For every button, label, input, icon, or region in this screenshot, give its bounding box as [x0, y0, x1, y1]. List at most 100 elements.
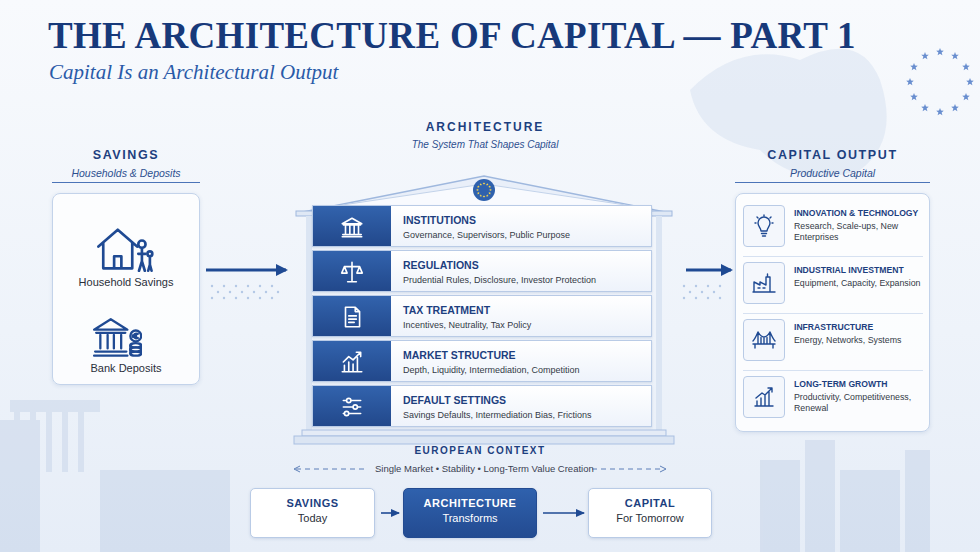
factory-icon [752, 271, 776, 295]
item-heading: INFRASTRUCTURE [794, 322, 923, 333]
dot [223, 297, 225, 299]
star [906, 78, 914, 85]
output-panel: CAPITAL OUTPUTProductive CapitalINNOVATI… [735, 148, 930, 432]
layer-icon-block [313, 206, 391, 246]
dot [695, 285, 697, 287]
growth-icon [752, 385, 776, 409]
savings-panel: SAVINGSHouseholds & DepositsHousehold Sa… [52, 148, 200, 385]
dot [223, 285, 225, 287]
layer-heading: REGULATIONS [403, 259, 479, 271]
architecture-layer: DEFAULT SETTINGS Savings Defaults, Interm… [312, 385, 652, 427]
dot [259, 297, 261, 299]
flow-heading: ARCHITECTURE [404, 497, 536, 509]
item-description: Research, Scale-ups, New Enterprises [794, 221, 923, 244]
star [966, 78, 974, 85]
flow-box: CAPITALFor Tomorrow [588, 488, 712, 538]
dot [713, 291, 715, 293]
item-texts: INFRASTRUCTURE Energy, Networks, Systems [794, 319, 923, 346]
dot [695, 297, 697, 299]
layer-heading: INSTITUTIONS [403, 214, 476, 226]
flow-description: Transforms [404, 512, 536, 524]
eu-stars [906, 48, 974, 115]
dot [707, 297, 709, 299]
output-item: INFRASTRUCTURE Energy, Networks, Systems [743, 314, 923, 371]
layer-description: Savings Defaults, Intermediation Bias, F… [403, 410, 645, 420]
chart-icon [339, 349, 365, 375]
star [936, 108, 944, 115]
dot [683, 285, 685, 287]
layer-icon-block [313, 386, 391, 426]
item-heading: LONG-TERM GROWTH [794, 379, 923, 390]
architecture-layer: TAX TREATMENT Incentives, Neutrality, Tax… [312, 295, 652, 337]
context-line: Single Market • Stability • Long-Term Va… [375, 463, 585, 474]
item-icon-box [743, 319, 785, 361]
layer-heading: MARKET STRUCTURE [403, 349, 516, 361]
star [483, 182, 486, 185]
layer-description: Depth, Liquidity, Intermediation, Compet… [403, 365, 645, 375]
heading-rule [735, 182, 930, 183]
sliders-icon [339, 394, 365, 420]
architecture-layer: INSTITUTIONSGovernance, Supervisors, Pub… [312, 205, 652, 247]
star [488, 185, 491, 188]
dot [247, 297, 249, 299]
dot [683, 297, 685, 299]
dot [235, 297, 237, 299]
layer-icon-block [313, 341, 391, 381]
dot [271, 297, 273, 299]
house-icon [96, 220, 154, 278]
item-heading: INDUSTRIAL INVESTMENT [794, 265, 923, 276]
flow-description: For Tomorrow [589, 512, 711, 524]
panel-box: INNOVATION & TECHNOLOGYResearch, Scale-u… [735, 193, 930, 432]
star [477, 185, 480, 188]
layer-heading: DEFAULT SETTINGS [403, 394, 506, 406]
star [486, 183, 489, 186]
subtitle: Capital Is an Architectural Output [49, 60, 338, 85]
layer-description: Incentives, Neutrality, Tax Policy [403, 320, 645, 330]
dot [247, 285, 249, 287]
output-item: LONG-TERM GROWTHProductivity, Competitiv… [743, 371, 923, 427]
dot [689, 291, 691, 293]
heading-rule [52, 182, 200, 183]
item-texts: INDUSTRIAL INVESTMENT Equipment, Capacity… [794, 262, 923, 289]
layer-icon-block [313, 296, 391, 336]
star [951, 52, 959, 59]
item-icon-box [743, 205, 785, 247]
panel-subheading: Productive Capital [735, 167, 930, 179]
star [476, 189, 479, 192]
context-heading: EUROPEAN CONTEXT [330, 445, 630, 456]
item-description: Energy, Networks, Systems [794, 335, 923, 346]
main-title: THE ARCHITECTURE OF CAPITAL — PART 1 [48, 14, 856, 57]
flow-box: ARCHITECTURE Transforms [403, 488, 537, 538]
dot [277, 291, 279, 293]
item-texts: LONG-TERM GROWTHProductivity, Competitiv… [794, 376, 923, 415]
star [910, 93, 918, 100]
building-base [294, 216, 674, 444]
layer-heading: TAX TREATMENT [403, 304, 490, 316]
star [488, 192, 491, 195]
star [483, 195, 486, 198]
doc-icon [339, 304, 365, 330]
dot [253, 291, 255, 293]
layer-icon-block [313, 251, 391, 291]
dot [271, 285, 273, 287]
panel-subheading: Households & Deposits [52, 167, 200, 179]
item-description: Equipment, Capacity, Expansion [794, 278, 923, 289]
columns-icon [339, 214, 365, 240]
dot [259, 285, 261, 287]
star [489, 189, 492, 192]
panel-heading: SAVINGS [52, 148, 200, 162]
dot [719, 297, 721, 299]
scale-icon [339, 259, 365, 285]
output-item: INDUSTRIAL INVESTMENT Equipment, Capacity… [743, 257, 923, 314]
star [962, 63, 970, 70]
item-icon-box [743, 376, 785, 418]
dot [229, 291, 231, 293]
flow-arrow [543, 512, 584, 514]
architecture-layer: REGULATIONSPrudential Rules, Disclosure,… [312, 250, 652, 292]
star [962, 93, 970, 100]
star [486, 194, 489, 197]
dot [211, 297, 213, 299]
flow-arrow [381, 512, 399, 514]
dot [217, 291, 219, 293]
flow-heading: SAVINGS [251, 497, 374, 509]
